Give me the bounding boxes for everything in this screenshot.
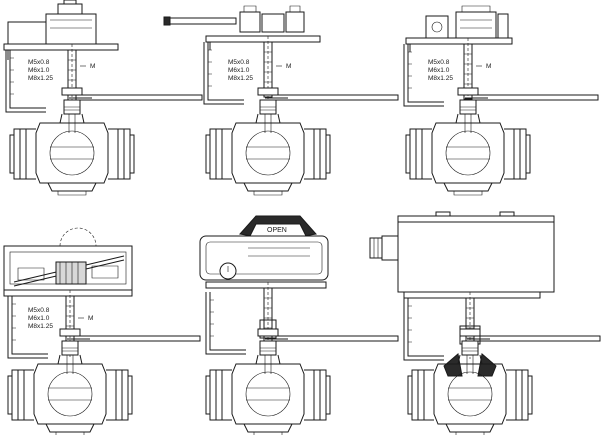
thread-label-m5: M5x0.8: [28, 307, 50, 314]
thread-label-m6: M6x1.0: [228, 67, 250, 74]
thread-label-m6: M6x1.0: [428, 67, 450, 74]
thread-label-m8: M8x1.25: [228, 75, 253, 82]
thread-label-m8: M8x1.25: [428, 75, 453, 82]
panel-1: M M5x0.8 M6x1.0 M8x1.25: [3, 0, 203, 196]
thread-label-m: M: [90, 63, 95, 70]
thread-label-m: M: [486, 63, 491, 70]
thread-label-m8: M8x1.25: [28, 75, 53, 82]
thread-label-m6: M6x1.0: [28, 67, 50, 74]
thread-label-m8: M8x1.25: [28, 323, 53, 330]
thread-label-m6: M6x1.0: [28, 315, 50, 322]
thread-label-m: M: [286, 63, 291, 70]
panel-5: OPEN: [199, 215, 399, 435]
panel-3: M M5x0.8 M6x1.0 M8x1.25: [403, 5, 599, 196]
panel-6: [369, 211, 601, 435]
thread-label-m: M: [88, 315, 93, 322]
thread-label-m5: M5x0.8: [228, 59, 250, 66]
thread-label-m5: M5x0.8: [428, 59, 450, 66]
thread-label-m5: M5x0.8: [28, 59, 50, 66]
open-indicator-label: OPEN: [267, 227, 287, 234]
panel-2: M M5x0.8 M6x1.0 M8x1.25: [163, 5, 399, 196]
panel-4: M M5x0.8 M6x1.0 M8x1.25: [3, 227, 201, 435]
